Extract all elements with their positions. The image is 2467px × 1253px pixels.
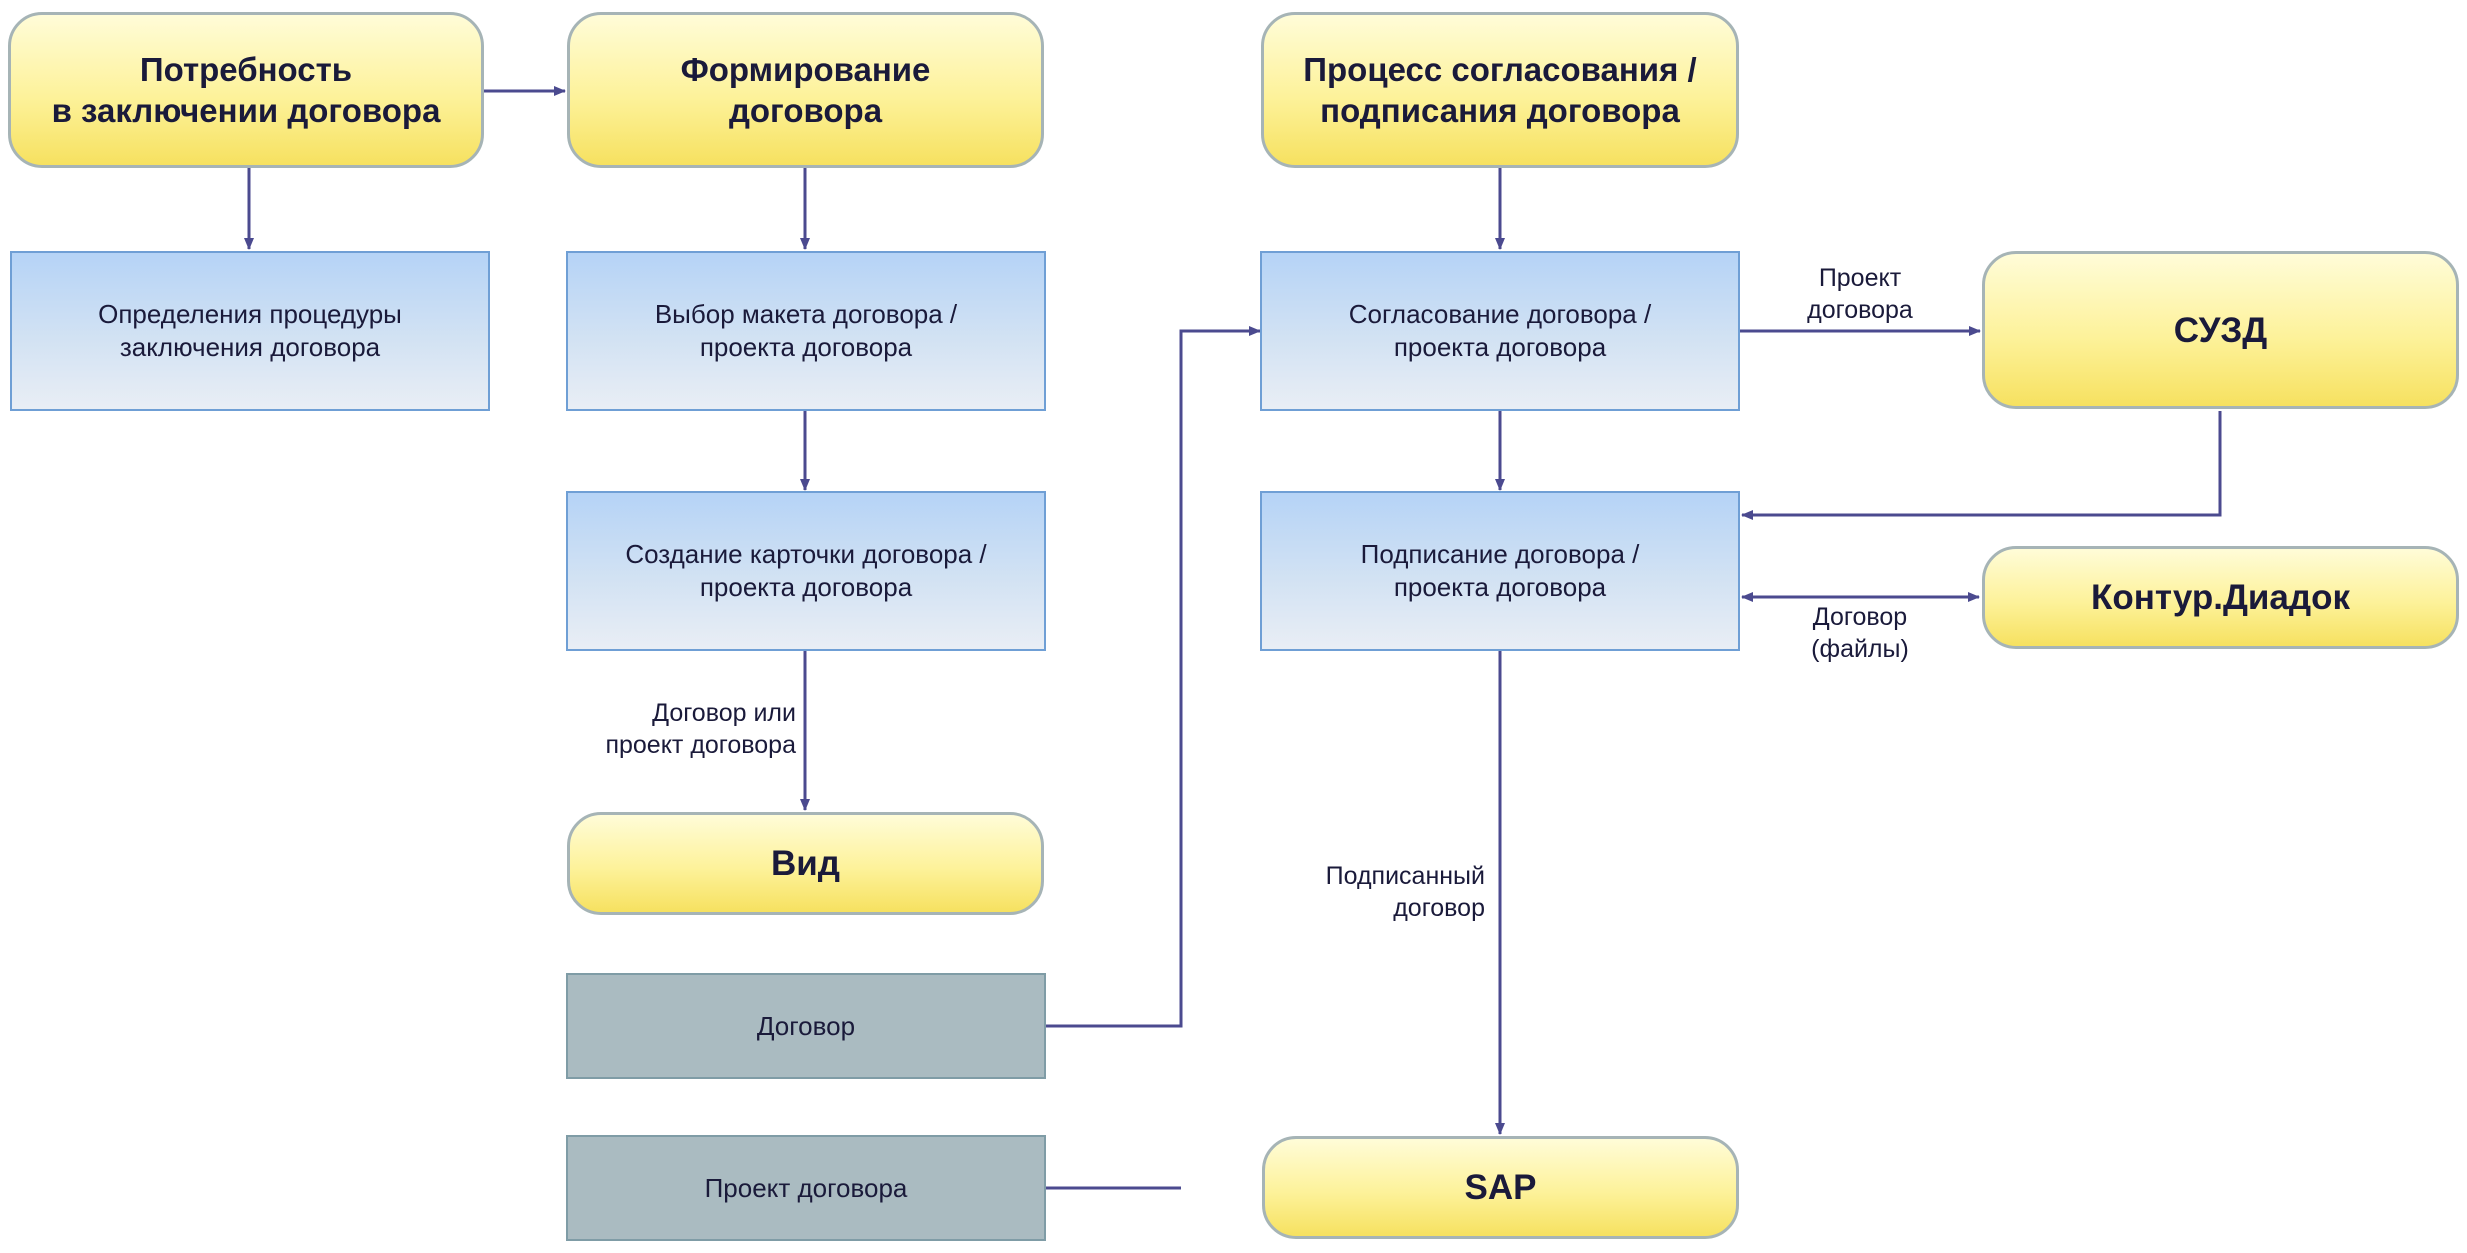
node-sap-label: SAP [1464,1168,1537,1207]
edge-suzd-to-signing [1741,411,2222,520]
label-files: Договор (файлы) [1811,603,1909,663]
node-contract-label: Договор [756,1010,856,1041]
node-forming: Формирование договора [567,12,1044,168]
node-contract: Договор [566,973,1046,1079]
node-draft-contract: Проект договора [566,1135,1046,1241]
node-need-label: Потребность в заключении договора [51,51,441,129]
node-vid-label: Вид [770,844,840,883]
label-draft-to-suzd: Проект договора [1807,264,1913,324]
node-agreement-label: Согласование договора / проекта договора [1348,299,1652,362]
node-choose-template-label: Выбор макета договора / проекта договора [654,299,958,362]
node-define-procedure: Определения процедуры заключения договор… [10,251,490,411]
label-contract-or-draft: Договор или проект договора [605,699,796,759]
node-agreement: Согласование договора / проекта договора [1260,251,1740,411]
node-signing-label: Подписание договора / проекта договора [1360,539,1640,602]
node-draft-contract-label: Проект договора [704,1172,908,1203]
node-diadoc: Контур.Диадок [1982,546,2459,649]
node-forming-label: Формирование договора [680,51,931,129]
node-create-card-label: Создание карточки договора / проекта дог… [625,539,987,602]
node-define-procedure-label: Определения процедуры заключения договор… [98,299,402,362]
node-diadoc-label: Контур.Диадок [2090,578,2351,617]
node-create-card: Создание карточки договора / проекта дог… [566,491,1046,651]
edge-contract-to-agreement [1045,326,1261,1028]
node-approval-process: Процесс согласования / подписания догово… [1261,12,1739,168]
node-signing: Подписание договора / проекта договора [1260,491,1740,651]
node-need: Потребность в заключении договора [8,12,484,168]
label-signed: Подписанный договор [1325,862,1485,922]
node-vid: Вид [567,812,1044,915]
node-sap: SAP [1262,1136,1739,1239]
node-choose-template: Выбор макета договора / проекта договора [566,251,1046,411]
node-suzd-label: СУЗД [2173,310,2268,350]
node-suzd: СУЗД [1982,251,2459,409]
node-approval-process-label: Процесс согласования / подписания догово… [1303,51,1697,129]
